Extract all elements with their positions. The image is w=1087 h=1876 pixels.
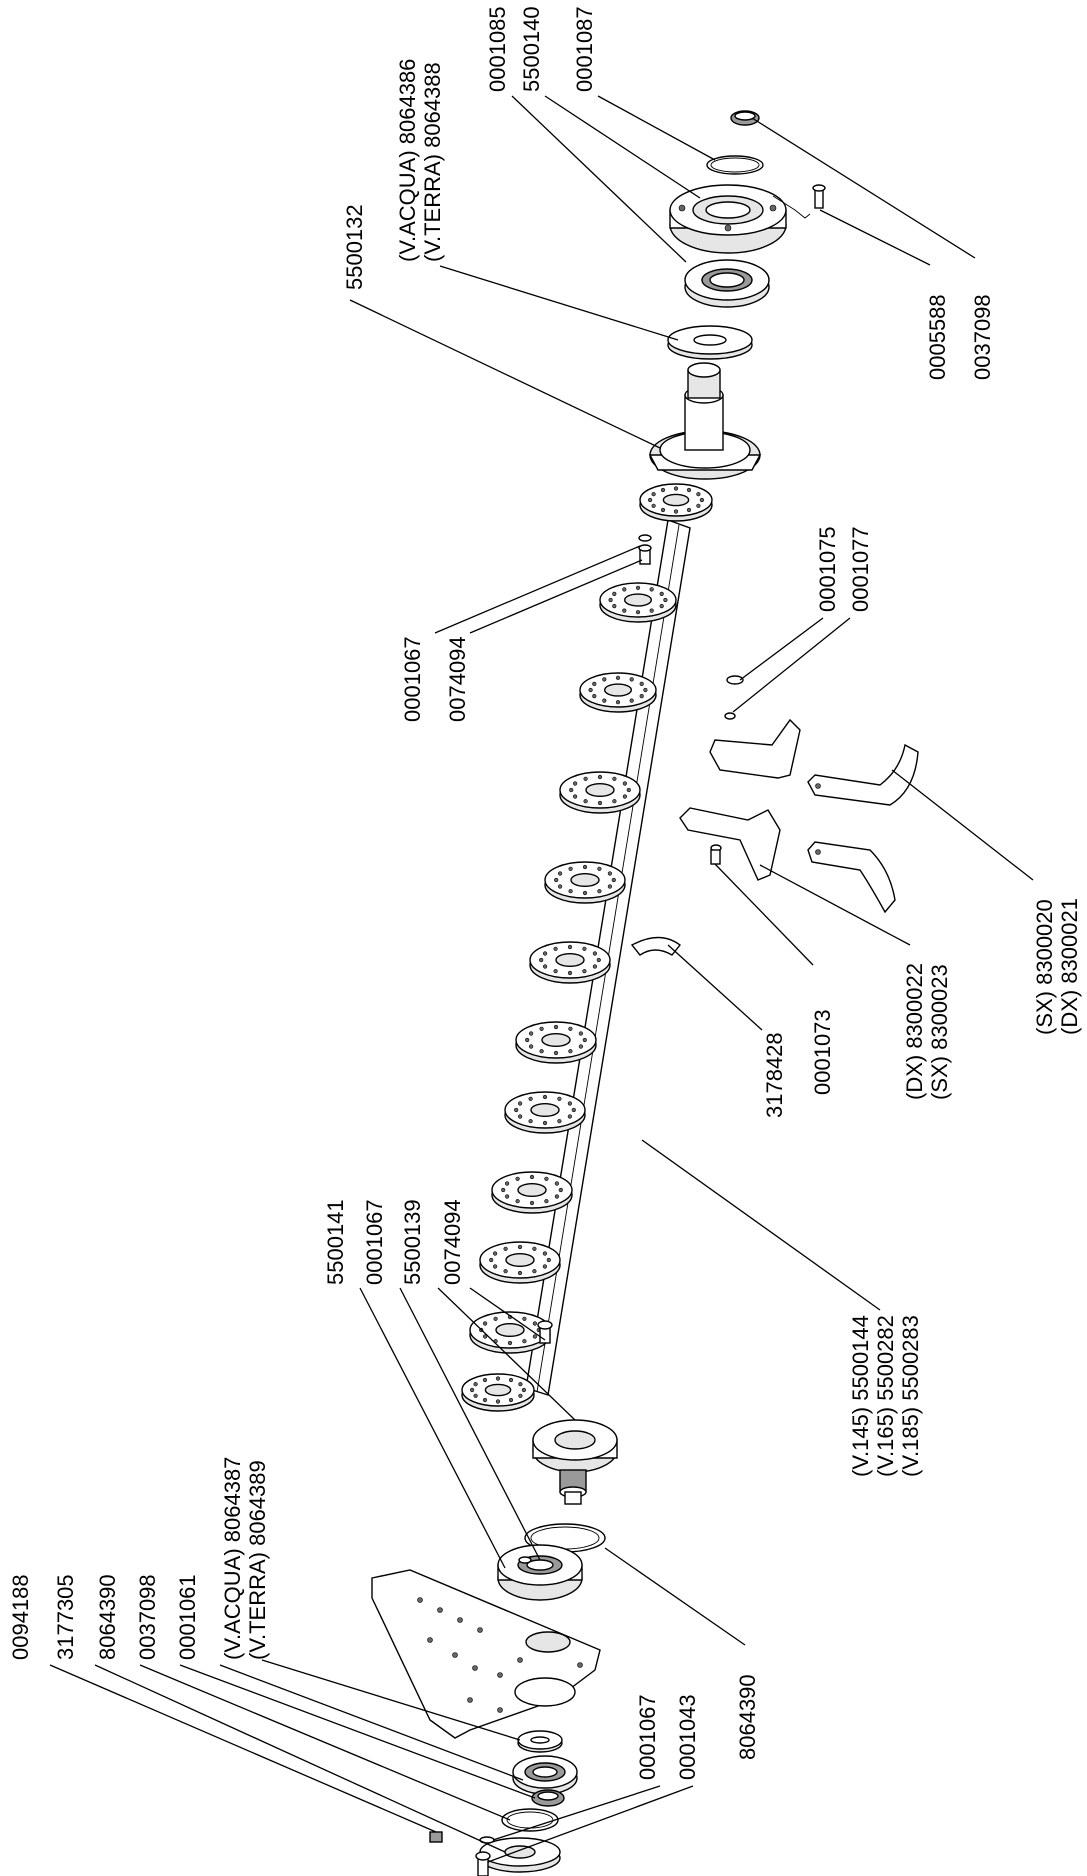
circlip-0001087 — [706, 155, 764, 175]
label-sx-8300023: (SX) 8300023 — [927, 964, 952, 1100]
label-dx-8300021: (DX) 8300021 — [1057, 898, 1082, 1035]
bolt-0074094-lower — [537, 1320, 553, 1344]
bearing-0001085 — [684, 259, 770, 308]
flange-disc — [461, 1373, 535, 1412]
label-sx-8300020: (SX) 8300020 — [1032, 899, 1057, 1035]
label-3177305: 3177305 — [53, 1574, 78, 1660]
part-labels: 0001085 5500140 0001087 0005588 0037098 … — [8, 6, 1082, 1780]
label-0001061: 0001061 — [175, 1574, 200, 1660]
bolt-0005588 — [772, 184, 826, 219]
label-3178428: 3178428 — [762, 1032, 787, 1118]
flange-disc — [479, 1241, 561, 1284]
label-8064390-right: 8064390 — [735, 1674, 760, 1760]
flange-disc — [639, 483, 713, 522]
label-8064390-left: 8064390 — [95, 1574, 120, 1660]
washer-0001067-mid — [518, 1556, 532, 1564]
label-0001073: 0001073 — [810, 1009, 835, 1095]
bolt-0001073 — [710, 844, 722, 865]
blade-8300020 — [807, 743, 919, 914]
drive-hub-5500132 — [648, 362, 762, 480]
label-0037098-top: 0037098 — [970, 294, 995, 380]
bearing-0001061 — [512, 1755, 578, 1795]
label-dx-8300022: (DX) 8300022 — [902, 963, 927, 1100]
flange-disc — [515, 1021, 597, 1064]
flange-disc — [559, 771, 641, 814]
leader-lines — [49, 95, 1034, 1863]
label-5500141: 5500141 — [323, 1199, 348, 1285]
label-0001077: 0001077 — [848, 526, 873, 612]
label-0001067-mid: 0001067 — [362, 1199, 387, 1285]
label-0001087: 0001087 — [572, 6, 597, 92]
label-acqua-8064387: (V.ACQUA) 8064387 — [220, 1457, 245, 1660]
label-v185-5500283: (V.185) 5500283 — [898, 1315, 923, 1477]
side-plate — [371, 1569, 601, 1739]
label-terra-8064388: (V.TERRA) 8064388 — [420, 62, 445, 262]
label-0001067-bottom: 0001067 — [635, 1694, 660, 1780]
seal-0037098-top — [730, 110, 760, 126]
nut-0001075 — [724, 675, 744, 720]
flange-disc — [599, 582, 677, 623]
label-acqua-8064386: (V.ACQUA) 8064386 — [395, 59, 420, 262]
bearing-housing-5500140 — [669, 184, 787, 254]
blade-8300022 — [679, 718, 801, 881]
label-0094188: 0094188 — [8, 1574, 33, 1660]
flange-disc — [504, 1091, 586, 1134]
spacer-disc-8064386 — [667, 325, 753, 360]
label-0001067-top: 0001067 — [400, 636, 425, 722]
label-0037098-lower: 0037098 — [135, 1574, 160, 1660]
label-0001043: 0001043 — [675, 1694, 700, 1780]
label-0001085: 0001085 — [485, 6, 510, 92]
ring-8064390-lower — [501, 1808, 559, 1832]
label-v145-5500144: (V.145) 5500144 — [848, 1315, 873, 1477]
flange-disc — [469, 1311, 551, 1354]
flange-5500139 — [532, 1419, 618, 1505]
bolt-0074094-top — [638, 534, 652, 565]
grease-nipple-0094188 — [429, 1831, 443, 1843]
flange-disc — [579, 672, 657, 713]
label-5500139: 5500139 — [400, 1199, 425, 1285]
rotor-flanges — [461, 483, 713, 1412]
label-0005588: 0005588 — [925, 294, 950, 380]
end-cap-3177305 — [479, 1837, 561, 1873]
label-0001075: 0001075 — [815, 526, 840, 612]
flange-disc — [491, 1171, 573, 1214]
label-0074094-lower: 0074094 — [440, 1199, 465, 1285]
label-0074094-top: 0074094 — [445, 636, 470, 722]
label-5500132: 5500132 — [342, 204, 367, 290]
label-5500140: 5500140 — [519, 6, 544, 92]
flange-disc — [529, 941, 611, 984]
flange-disc — [544, 861, 626, 904]
label-v165-5500282: (V.165) 5500282 — [873, 1315, 898, 1477]
seal-0037098-lower — [531, 1789, 565, 1807]
housing-5500141 — [497, 1544, 583, 1601]
label-terra-8064389: (V.TERRA) 8064389 — [245, 1460, 270, 1660]
clamp-3178428 — [630, 936, 681, 956]
spacer-8064387 — [517, 1730, 563, 1753]
